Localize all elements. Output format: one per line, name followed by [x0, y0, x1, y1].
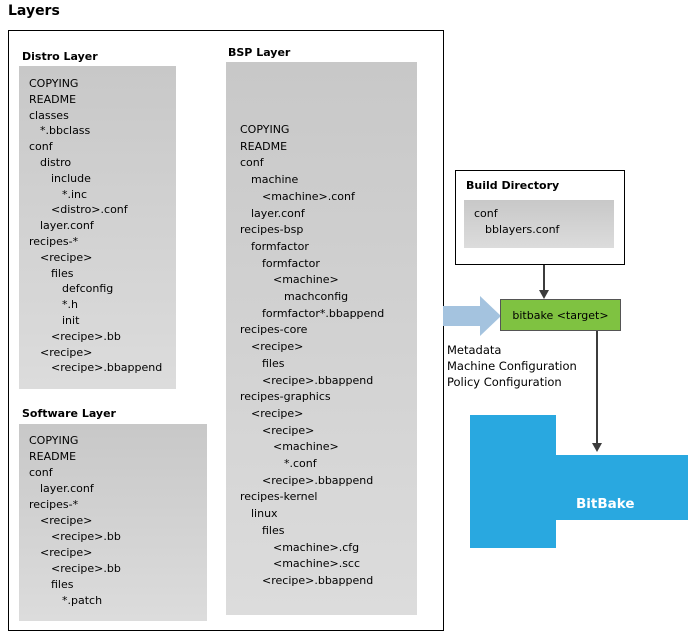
metadata-input-arrowhead-icon [480, 296, 501, 336]
list-line: layer.conf [40, 219, 94, 233]
list-line: Metadata [447, 343, 502, 357]
list-line: recipes-kernel [240, 490, 318, 504]
list-line: <distro>.conf [51, 203, 128, 217]
bsp-layer-tree: COPYING README conf machine <machine>.conf la… [226, 62, 417, 615]
target-to-bitbake-arrow [596, 331, 598, 443]
list-line: <machine> [273, 440, 339, 454]
list-line: conf [29, 466, 53, 479]
list-line: README [29, 450, 77, 463]
list-line: *.h [62, 298, 78, 312]
layers-container: Distro Layer COPYING README classes *.bbcla… [8, 30, 444, 631]
list-line: layer.conf [40, 482, 94, 495]
list-line: *.inc [62, 187, 88, 201]
list-line: files [51, 578, 74, 591]
list-line: machine [251, 173, 299, 187]
list-line: classes [29, 108, 69, 122]
list-line: *.conf [284, 457, 317, 471]
list-line: linux [251, 507, 278, 521]
list-line: include [51, 171, 91, 185]
bitbake-target-node: bitbake <target> [500, 299, 621, 331]
list-line: formfactor*.bbappend [262, 306, 385, 320]
list-line: *.patch [62, 594, 103, 607]
list-line: <recipe> [40, 514, 93, 527]
list-line: files [262, 356, 285, 370]
list-line: Policy Configuration [447, 375, 562, 389]
list-line: <recipe>.bbappend [262, 373, 374, 387]
list-line: layer.conf [251, 206, 305, 220]
list-line: conf [240, 156, 264, 170]
list-line: recipes-* [29, 498, 79, 511]
build-dir-to-target-arrow [543, 265, 545, 291]
list-line: recipes-* [29, 234, 79, 248]
list-line: README [29, 92, 77, 106]
list-line: <recipe> [251, 406, 304, 420]
list-line: distro [40, 155, 72, 169]
software-layer-label: Software Layer [22, 407, 116, 420]
list-line: <machine> [273, 273, 339, 287]
list-line: <recipe>.bb [51, 329, 121, 343]
list-line: recipes-graphics [240, 390, 331, 404]
target-to-bitbake-arrowhead-icon [592, 443, 602, 452]
list-line: <recipe> [40, 345, 93, 359]
list-line: Machine Configuration [447, 359, 577, 373]
list-line: <recipe> [262, 423, 315, 437]
build-directory-box: Build Directory conf bblayers.conf [455, 170, 625, 265]
list-line: bblayers.conf [485, 223, 560, 236]
list-line: COPYING [240, 123, 290, 136]
list-line: machconfig [284, 290, 349, 304]
list-line: <machine>.cfg [273, 540, 360, 554]
list-line: *.bbclass [40, 124, 91, 138]
list-line: init [62, 313, 80, 327]
list-line: <recipe>.bb [51, 562, 121, 575]
list-line: formfactor [262, 256, 320, 270]
bitbake-target-label: bitbake <target> [512, 308, 609, 322]
list-line: COPYING [29, 434, 79, 447]
bsp-layer-label: BSP Layer [228, 46, 291, 59]
bitbake-label: BitBake [576, 496, 635, 512]
list-line: <recipe>.bbappend [51, 361, 163, 375]
build-directory-tree: conf bblayers.conf [464, 200, 614, 248]
list-line: COPYING [29, 77, 79, 90]
list-line: <recipe> [40, 250, 93, 264]
list-line: files [262, 523, 285, 537]
list-line: files [51, 266, 74, 280]
build-directory-label: Build Directory [466, 179, 560, 192]
list-line: conf [29, 140, 53, 154]
list-line: <machine>.conf [262, 189, 355, 203]
software-layer-tree: COPYING README conf layer.conf recipes-* <rec… [19, 424, 207, 621]
list-line: <recipe>.bbappend [262, 473, 374, 487]
list-line: <machine>.scc [273, 557, 361, 571]
list-line: defconfig [62, 282, 114, 296]
list-line: <recipe>.bbappend [262, 573, 374, 587]
list-line: README [240, 139, 288, 153]
bitbake-shape-vertical [470, 415, 556, 548]
distro-layer-label: Distro Layer [22, 50, 98, 63]
list-line: recipes-core [240, 323, 308, 337]
list-line: conf [474, 207, 498, 220]
diagram-title: Layers [8, 3, 60, 19]
bitbake-shape-horizontal [555, 455, 688, 520]
list-line: <recipe>.bb [51, 530, 121, 543]
list-line: recipes-bsp [240, 223, 304, 237]
build-dir-to-target-arrowhead-icon [539, 290, 549, 299]
list-line: formfactor [251, 239, 309, 253]
list-line: <recipe> [40, 546, 93, 559]
metadata-input-arrow [443, 306, 480, 326]
list-line: <recipe> [251, 340, 304, 354]
